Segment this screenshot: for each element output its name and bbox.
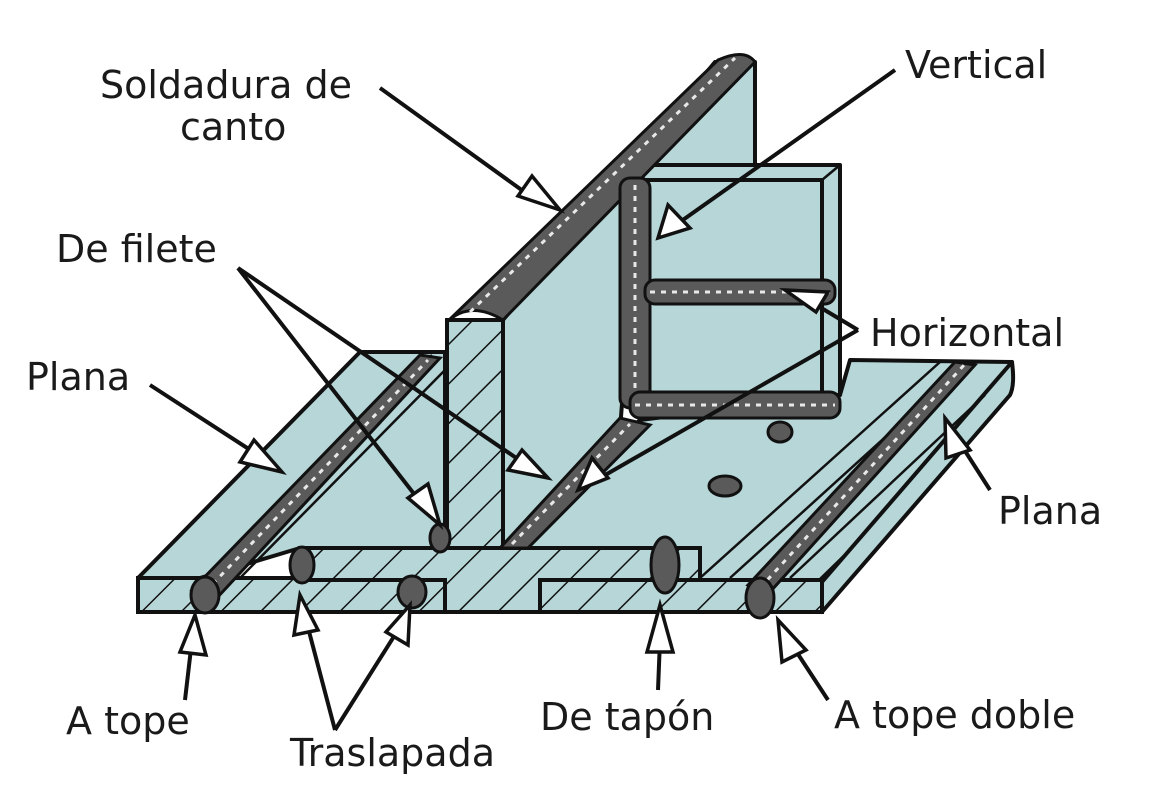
labels: Soldadura de canto Vertical De filete Ho… xyxy=(26,43,1102,775)
arrow-horizontal-lower xyxy=(574,454,611,494)
arrow-flat-right xyxy=(943,412,973,461)
flat-weld-right-ripple xyxy=(758,362,967,590)
fillet-weld-right xyxy=(496,416,653,550)
label-flat-left: Plana xyxy=(26,355,130,399)
label-edge-weld-line1: Soldadura de xyxy=(100,63,352,107)
leader-lap-2 xyxy=(333,628,400,732)
label-butt: A tope xyxy=(66,699,190,743)
label-edge-weld-line2: canto xyxy=(180,105,286,149)
arrow-vertical xyxy=(655,201,694,241)
arrow-flat-left xyxy=(237,437,287,475)
butt-weld-section xyxy=(189,575,221,615)
plug-hole-top-2 xyxy=(766,420,794,444)
label-lap: Traslapada xyxy=(289,731,495,775)
plate-groove-1 xyxy=(699,361,941,579)
leader-fillet-right xyxy=(236,266,530,468)
arrow-lap-1 xyxy=(291,589,321,638)
label-double-butt: A tope doble xyxy=(834,693,1075,737)
box-edge-top xyxy=(821,164,841,181)
arrow-plug xyxy=(644,598,676,654)
lap-weld-1 xyxy=(288,545,316,585)
arrow-butt xyxy=(177,609,209,658)
arrow-edge-weld xyxy=(515,173,566,214)
arrow-fillet-left xyxy=(405,481,444,531)
leader-vertical xyxy=(678,68,897,224)
weld-beads xyxy=(189,53,978,620)
fillet-weld-left xyxy=(428,522,452,554)
arrow-fillet-right xyxy=(505,447,553,481)
label-vertical: Vertical xyxy=(905,43,1047,87)
section-web xyxy=(445,318,505,550)
leaders xyxy=(148,68,992,732)
leader-fillet-left xyxy=(236,266,427,510)
leader-flat-left xyxy=(148,383,260,457)
leader-horizontal-lower xyxy=(599,328,859,480)
plate-groove-5 xyxy=(239,369,446,579)
arrow-lap-2 xyxy=(383,600,412,648)
lap-weld-2 xyxy=(396,574,428,610)
double-butt-weld-section xyxy=(744,576,776,620)
plug-weld xyxy=(649,535,681,595)
right-plate-edge xyxy=(820,360,1016,614)
flat-weld-left-ripple xyxy=(203,358,430,594)
section-right-plate xyxy=(538,578,824,614)
arrow-horizontal-upper xyxy=(779,287,832,315)
label-plug: De tapón xyxy=(540,695,714,739)
plug-hole-top xyxy=(707,474,743,498)
leader-lap-1 xyxy=(304,619,337,731)
arrow-double-butt xyxy=(775,615,809,665)
label-flat-right: Plana xyxy=(998,489,1102,533)
leader-edge-weld xyxy=(378,86,532,198)
label-horizontal: Horizontal xyxy=(870,311,1064,355)
label-fillet: De filete xyxy=(56,227,217,271)
